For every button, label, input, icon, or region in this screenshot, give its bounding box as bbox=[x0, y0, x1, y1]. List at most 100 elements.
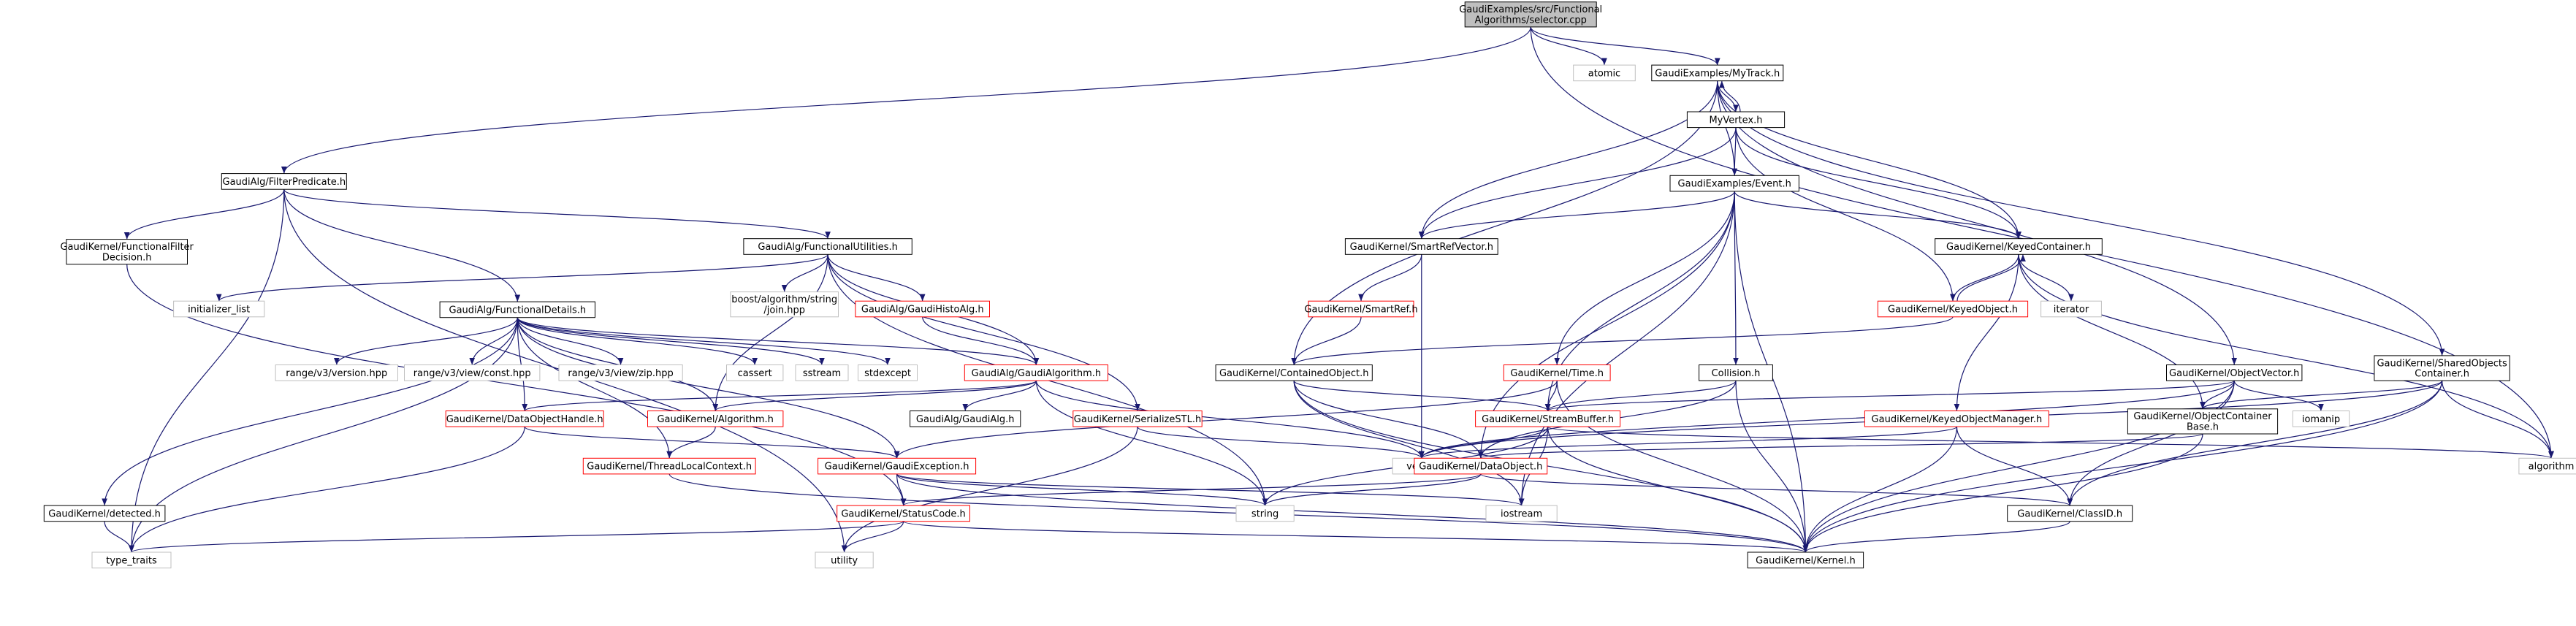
node-box bbox=[858, 364, 918, 381]
node-label: GaudiKernel/detected.h bbox=[48, 508, 161, 519]
node-histoalg[interactable]: GaudiAlg/GaudiHistoAlg.h bbox=[855, 300, 991, 318]
node-kernel[interactable]: GaudiKernel/Kernel.h bbox=[1747, 551, 1864, 569]
node-classid[interactable]: GaudiKernel/ClassID.h bbox=[2007, 505, 2133, 522]
edge-funcutil-to-serializestl bbox=[827, 254, 1140, 411]
node-time[interactable]: GaudiKernel/Time.h bbox=[1503, 364, 1611, 381]
node-label: GaudiKernel/KeyedObjectManager.h bbox=[1872, 414, 2043, 425]
edge-sharedobjs-to-classid bbox=[2067, 381, 2443, 506]
node-mytrack[interactable]: GaudiExamples/MyTrack.h bbox=[1651, 64, 1784, 82]
edge-funcutil-to-histoalg bbox=[827, 254, 926, 302]
node-detected[interactable]: GaudiKernel/detected.h bbox=[43, 505, 166, 522]
node-box bbox=[1235, 505, 1295, 522]
edge-funcdetails-to-gaudiexc bbox=[517, 317, 900, 459]
node-box bbox=[743, 238, 912, 255]
node-label: GaudiKernel/DataObject.h bbox=[1419, 462, 1542, 473]
edge-event-to-smartrefvector bbox=[1419, 191, 1735, 239]
edge-keyedcontainer-to-objcontbase bbox=[2018, 254, 2206, 409]
node-funcdetails[interactable]: GaudiAlg/FunctionalDetails.h bbox=[439, 301, 595, 318]
node-keyedobject[interactable]: GaudiKernel/KeyedObject.h bbox=[1877, 300, 2029, 318]
node-keyedobjmgr[interactable]: GaudiKernel/KeyedObjectManager.h bbox=[1864, 411, 2049, 427]
edge-mytrack-to-contained bbox=[1291, 80, 1718, 365]
node-label: Algorithms/selector.cpp bbox=[1475, 15, 1587, 26]
node-gaudialgorithm[interactable]: GaudiAlg/GaudiAlgorithm.h bbox=[964, 364, 1109, 381]
node-label: iomanip bbox=[2302, 414, 2340, 425]
node-label: GaudiAlg/FunctionalUtilities.h bbox=[758, 242, 897, 253]
node-streambuffer[interactable]: GaudiKernel/StreamBuffer.h bbox=[1475, 411, 1621, 427]
node-label: GaudiKernel/Time.h bbox=[1510, 368, 1604, 379]
node-label: Collision.h bbox=[1712, 368, 1761, 379]
edge-histoalg-to-gaudialgorithm bbox=[922, 316, 1040, 365]
node-algorithm_h[interactable]: GaudiKernel/Algorithm.h bbox=[647, 411, 784, 427]
node-box bbox=[43, 505, 166, 522]
node-gaudiexc[interactable]: GaudiKernel/GaudiException.h bbox=[818, 457, 977, 475]
edge-time-to-gaudiexc bbox=[893, 380, 1558, 459]
node-event[interactable]: GaudiExamples/Event.h bbox=[1669, 175, 1799, 192]
node-label: GaudiKernel/GaudiException.h bbox=[825, 462, 969, 473]
node-box bbox=[2127, 408, 2279, 435]
node-box bbox=[1747, 551, 1864, 569]
node-serializestl[interactable]: GaudiKernel/SerializeSTL.h bbox=[1072, 411, 1203, 427]
node-threadlocal[interactable]: GaudiKernel/ThreadLocalContext.h bbox=[582, 457, 756, 475]
edge-keyedobjmgr-to-vector bbox=[1419, 426, 1957, 459]
node-funcutil[interactable]: GaudiAlg/FunctionalUtilities.h bbox=[743, 238, 912, 255]
node-box bbox=[91, 551, 172, 569]
node-label: MyVertex.h bbox=[1709, 115, 1762, 126]
node-contained[interactable]: GaudiKernel/ContainedObject.h bbox=[1215, 364, 1373, 381]
node-label: GaudiAlg/GaudiHistoAlg.h bbox=[861, 305, 984, 316]
node-box bbox=[66, 239, 188, 265]
edge-event-to-iostream bbox=[1518, 191, 1735, 506]
edge-smartref-to-contained bbox=[1291, 316, 1362, 365]
node-label: range/v3/version.hpp bbox=[286, 368, 387, 379]
node-initlist: initializer_list bbox=[173, 300, 265, 318]
edge-classid-to-kernel bbox=[1802, 521, 2070, 553]
node-rvversion: range/v3/version.hpp bbox=[275, 364, 398, 381]
node-myvertex[interactable]: MyVertex.h bbox=[1686, 111, 1786, 129]
node-label: GaudiAlg/FunctionalDetails.h bbox=[449, 305, 587, 316]
node-label: GaudiKernel/Kernel.h bbox=[1756, 555, 1856, 566]
edge-objcontbase-to-dataobject bbox=[1478, 433, 2203, 459]
node-box bbox=[1475, 411, 1621, 427]
node-box bbox=[1935, 238, 2103, 255]
node-box bbox=[1573, 64, 1636, 82]
node-label: iterator bbox=[2054, 305, 2089, 316]
edge-gaudialgorithm-to-algorithm_h bbox=[712, 380, 1037, 412]
edge-mytrack-to-smartrefvector bbox=[1418, 80, 1718, 239]
edge-serializestl-to-vector bbox=[1137, 426, 1425, 459]
edge-dataobject-to-string bbox=[1262, 473, 1482, 506]
node-box bbox=[1072, 411, 1203, 427]
node-box bbox=[2007, 505, 2133, 522]
node-label: GaudiKernel/ObjectVector.h bbox=[2169, 368, 2299, 379]
edge-algorithm_h-to-threadlocal bbox=[666, 427, 716, 459]
node-box bbox=[439, 301, 595, 318]
edge-funcdetails-to-detected bbox=[102, 317, 518, 506]
edge-contained-to-kernel bbox=[1293, 381, 1809, 553]
node-label: utility bbox=[831, 555, 858, 566]
edge-funcdetails-to-rvzip bbox=[517, 317, 624, 365]
node-box bbox=[2040, 300, 2102, 318]
node-statuscode[interactable]: GaudiKernel/StatusCode.h bbox=[837, 505, 970, 522]
node-smartrefvector[interactable]: GaudiKernel/SmartRefVector.h bbox=[1344, 238, 1498, 255]
edge-mytrack-to-event bbox=[1717, 80, 1738, 176]
edge-myvertex-to-smartrefvector bbox=[1419, 127, 1737, 239]
node-box bbox=[1464, 1, 1597, 28]
node-atomic: atomic bbox=[1573, 64, 1636, 82]
edge-keyedcontainer-to-keyedobject bbox=[1950, 254, 2019, 302]
node-root[interactable]: GaudiExamples/src/FunctionalAlgorithms/s… bbox=[1459, 1, 1602, 28]
node-box bbox=[1414, 457, 1548, 475]
node-gaudialg[interactable]: GaudiAlg/GaudiAlg.h bbox=[910, 411, 1021, 427]
edge-funcdetails-to-cassert bbox=[517, 317, 758, 365]
node-dataobjhandle[interactable]: GaudiKernel/DataObjectHandle.h bbox=[445, 411, 604, 427]
node-filterpred[interactable]: GaudiAlg/FilterPredicate.h bbox=[221, 173, 347, 190]
node-objectvector[interactable]: GaudiKernel/ObjectVector.h bbox=[2166, 364, 2303, 381]
node-label: GaudiKernel/SmartRef.h bbox=[1304, 305, 1417, 316]
node-label: Base.h bbox=[2187, 422, 2219, 433]
node-collision[interactable]: Collision.h bbox=[1699, 364, 1773, 381]
node-dataobject[interactable]: GaudiKernel/DataObject.h bbox=[1414, 457, 1548, 475]
node-smartref[interactable]: GaudiKernel/SmartRef.h bbox=[1304, 300, 1418, 318]
node-keyedcontainer[interactable]: GaudiKernel/KeyedContainer.h bbox=[1935, 238, 2103, 255]
edge-event-to-time bbox=[1554, 191, 1735, 365]
